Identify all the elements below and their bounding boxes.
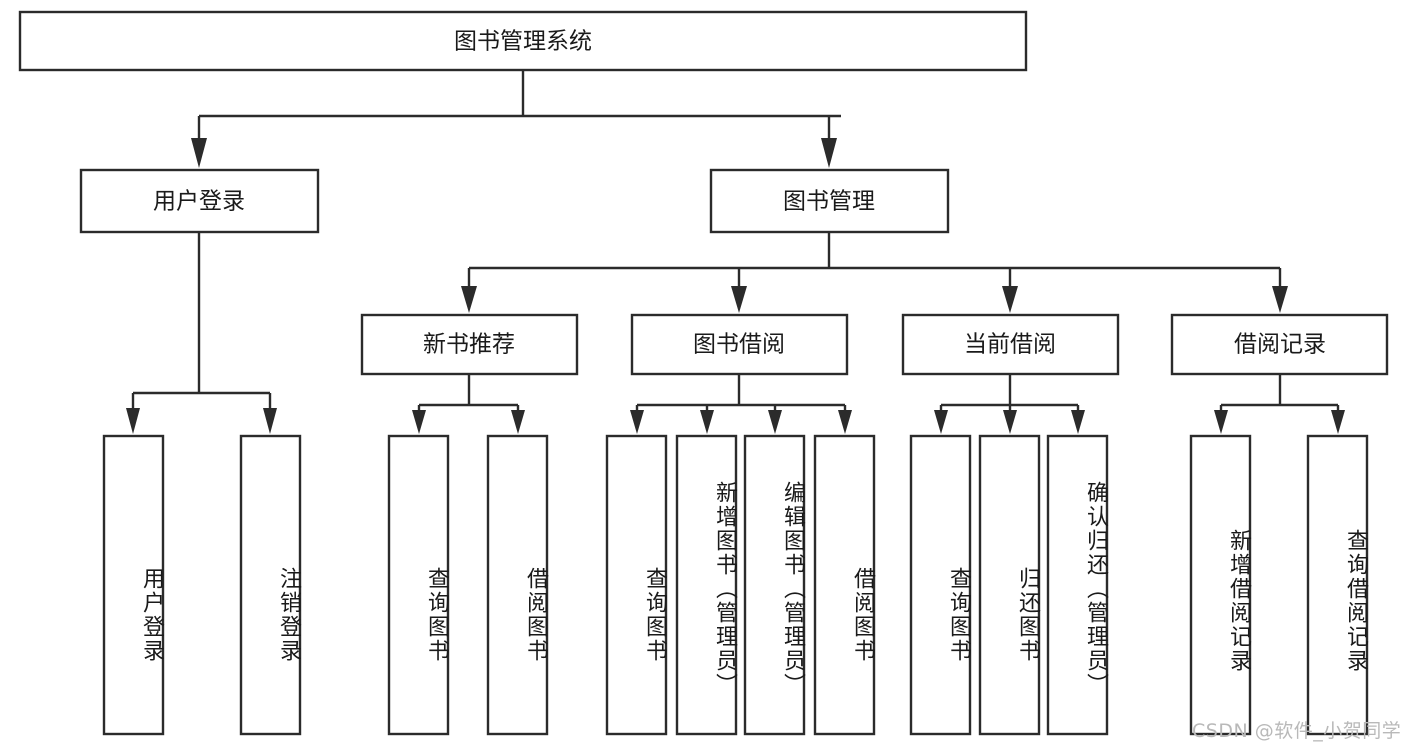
- arrow-head-borrowrecord-leaf2: [1331, 410, 1345, 434]
- node-box-book-management: [709, 168, 950, 234]
- node-box-leaf-currentborrow-2[interactable]: [978, 434, 1041, 736]
- node-box-book-borrow: [630, 313, 849, 376]
- arrow-head-bookborrow-leaf4: [838, 410, 852, 434]
- node-book-management[interactable]: 图书管理: [709, 168, 950, 234]
- node-box-current-borrow: [901, 313, 1120, 376]
- node-user-login[interactable]: 用户登录: [79, 168, 320, 234]
- node-box-new-book-recommend: [360, 313, 579, 376]
- node-box-leaf-currentborrow-1[interactable]: [909, 434, 972, 736]
- arrow-head-book-mgmt: [821, 138, 837, 168]
- node-box-leaf-newbook-1[interactable]: [387, 434, 450, 736]
- node-current-borrow[interactable]: 当前借阅: [901, 313, 1120, 376]
- node-root-system[interactable]: 图书管理系统: [18, 10, 1028, 72]
- arrow-head-bookborrow: [731, 286, 747, 313]
- node-label-new-book-recommend: 新书推荐: [423, 332, 515, 358]
- node-new-book-recommend[interactable]: 新书推荐: [360, 313, 579, 376]
- node-box-leaf-user-login-1[interactable]: [102, 434, 165, 736]
- node-book-borrow[interactable]: 图书借阅: [630, 313, 849, 376]
- node-label-book-management: 图书管理: [783, 189, 875, 215]
- node-label-root: 图书管理系统: [454, 29, 592, 55]
- arrow-head-borrowrecord: [1272, 286, 1288, 313]
- node-box-root: [18, 10, 1028, 72]
- node-box-leaf-borrowrecord-2[interactable]: [1306, 434, 1369, 736]
- arrow-head-newbook-leaf1: [412, 410, 426, 434]
- node-label-current-borrow: 当前借阅: [964, 332, 1056, 358]
- node-box-leaf-currentborrow-3[interactable]: [1046, 434, 1109, 736]
- node-borrow-record[interactable]: 借阅记录: [1170, 313, 1389, 376]
- node-label-user-login: 用户登录: [153, 189, 245, 215]
- arrow-head-currentborrow-leaf3: [1071, 410, 1085, 434]
- arrow-head-bookborrow-leaf3: [768, 410, 782, 434]
- arrow-head-bookborrow-leaf1: [630, 410, 644, 434]
- node-box-leaf-bookborrow-1[interactable]: [605, 434, 668, 736]
- arrow-head-currentborrow-leaf2: [1003, 410, 1017, 434]
- connector-group-user-login-leaves: [126, 232, 277, 434]
- node-box-borrow-record: [1170, 313, 1389, 376]
- connector-group-newbook-leaves: [412, 374, 525, 434]
- connector-group-book-management: [461, 232, 1288, 313]
- node-box-user-login: [79, 168, 320, 234]
- node-box-leaf-bookborrow-3[interactable]: [743, 434, 806, 736]
- connector-group-currentborrow-leaves: [934, 374, 1085, 434]
- arrow-head-currentborrow: [1002, 286, 1018, 313]
- node-box-leaf-newbook-2[interactable]: [486, 434, 549, 736]
- node-box-leaf-borrowrecord-1[interactable]: [1189, 434, 1252, 736]
- arrow-head-user-login: [191, 138, 207, 168]
- connector-group-borrowrecord-leaves: [1214, 374, 1345, 434]
- csdn-watermark: CSDN @软件_小贺同学: [1192, 720, 1402, 742]
- node-label-borrow-record: 借阅记录: [1234, 332, 1326, 358]
- arrow-head-newbook: [461, 286, 477, 313]
- arrow-head-currentborrow-leaf1: [934, 410, 948, 434]
- arrow-head-userlogin-leaf2: [263, 408, 277, 434]
- arrow-head-bookborrow-leaf2: [700, 410, 714, 434]
- node-box-leaf-user-login-2[interactable]: [239, 434, 302, 736]
- connector-group-bookborrow-leaves: [630, 374, 852, 434]
- node-label-book-borrow: 图书借阅: [693, 332, 785, 358]
- arrow-head-userlogin-leaf1: [126, 408, 140, 434]
- node-box-leaf-bookborrow-4[interactable]: [813, 434, 876, 736]
- arrow-head-newbook-leaf2: [511, 410, 525, 434]
- node-box-leaf-bookborrow-2[interactable]: [675, 434, 738, 736]
- arrow-head-borrowrecord-leaf1: [1214, 410, 1228, 434]
- connector-group-root: [191, 70, 841, 168]
